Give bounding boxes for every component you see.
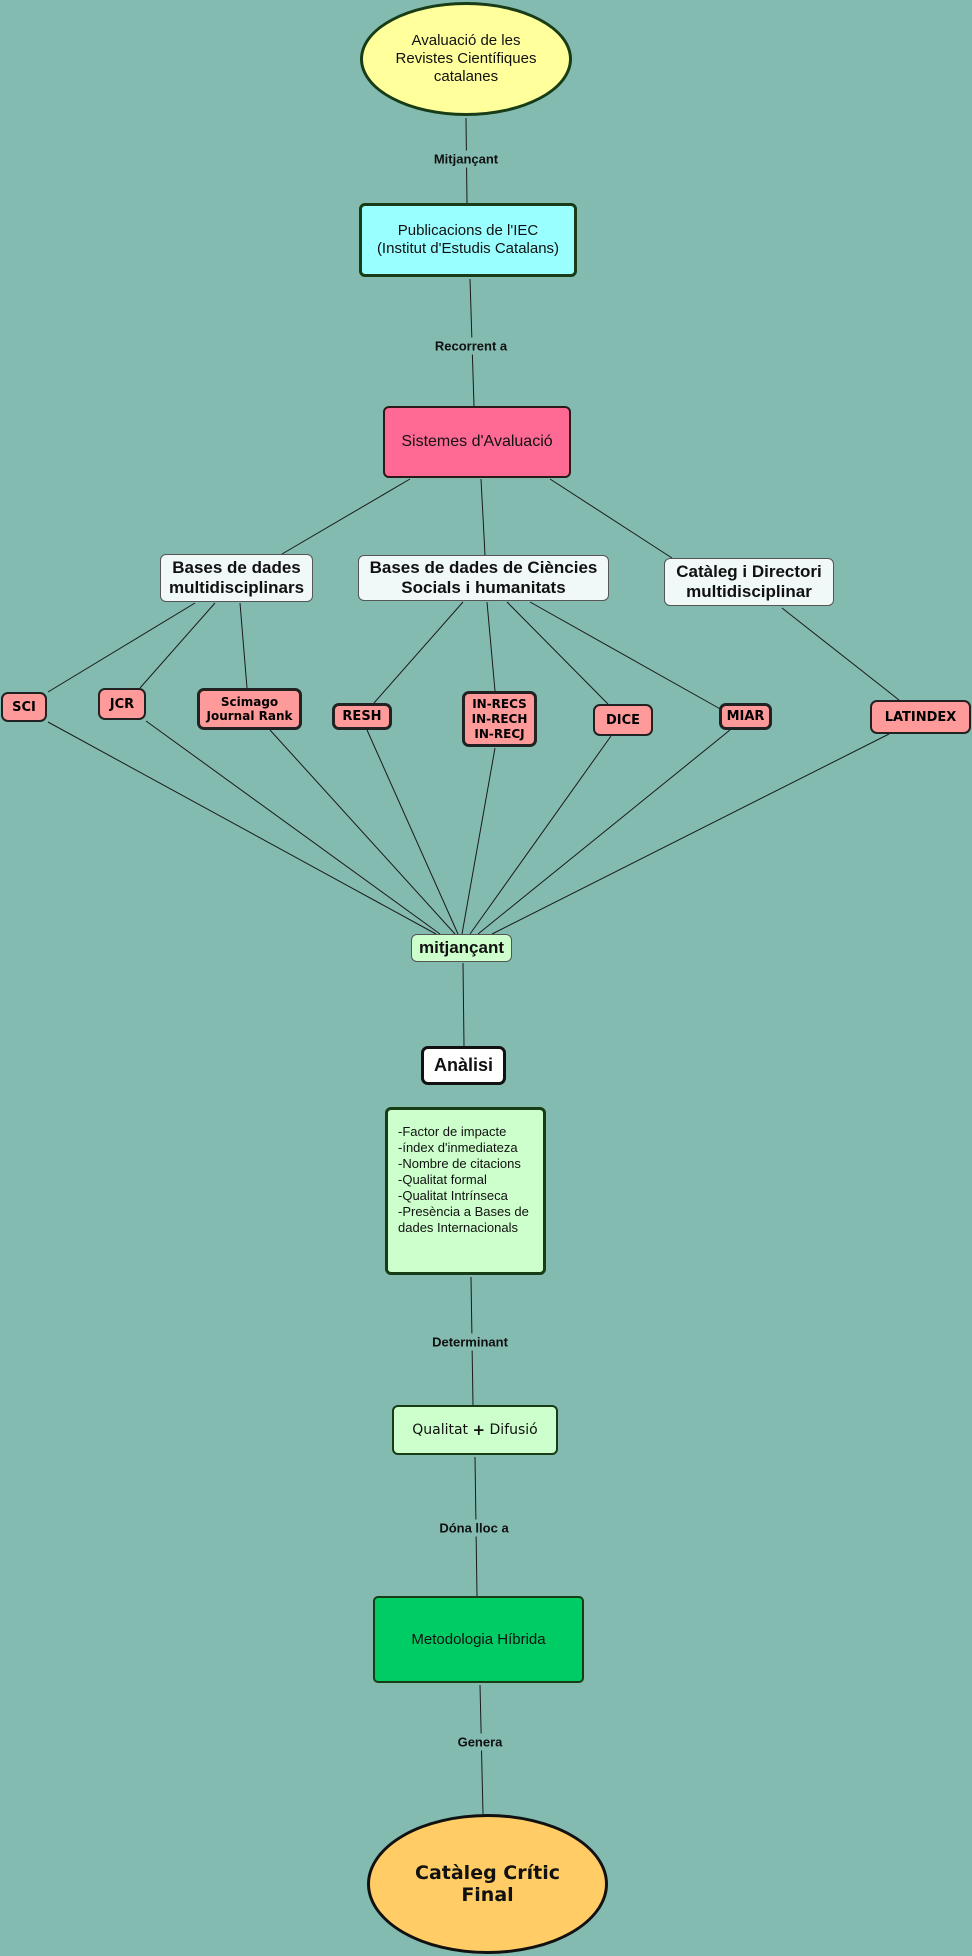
scimago-node[interactable]: Scimago Journal Rank — [197, 688, 302, 730]
criteria-list-node[interactable]: -Factor de impacte -índex d'inmediateza … — [385, 1107, 546, 1275]
link-label-genera: Genera — [455, 1733, 505, 1751]
latindex-node[interactable]: LATINDEX — [870, 700, 971, 734]
quality-diffusion-node[interactable]: Qualitat + Difusió — [392, 1405, 558, 1455]
mitjancant-node[interactable]: mitjançant — [411, 934, 512, 962]
dice-node[interactable]: DICE — [593, 704, 653, 736]
root-topic[interactable]: Avaluació de les Revistes Científiques c… — [360, 2, 572, 116]
link-label-determinant: Determinant — [430, 1333, 510, 1351]
diffusion-label: Difusió — [489, 1422, 538, 1438]
link-label-dona-lloc: Dóna lloc a — [437, 1519, 511, 1537]
quality-label: Qualitat — [412, 1422, 469, 1438]
multidisciplinary-databases-node[interactable]: Bases de dades multidisciplinars — [160, 554, 313, 602]
analysis-node[interactable]: Anàlisi — [421, 1046, 506, 1085]
resh-node[interactable]: RESH — [332, 703, 392, 730]
link-label-recorrent: Recorrent a — [432, 337, 510, 355]
social-sciences-databases-node[interactable]: Bases de dades de Ciències Socials i hum… — [358, 555, 609, 601]
hybrid-methodology-node[interactable]: Metodologia Híbrida — [373, 1596, 584, 1683]
iec-publications-node[interactable]: Publicacions de l'IEC (Institut d'Estudi… — [359, 203, 577, 277]
plus-sign: + — [472, 1421, 486, 1439]
evaluation-systems-node[interactable]: Sistemes d'Avaluació — [383, 406, 571, 478]
jcr-node[interactable]: JCR — [98, 688, 146, 720]
in-recs-node[interactable]: IN-RECS IN-RECH IN-RECJ — [462, 691, 537, 747]
final-catalog-node[interactable]: Catàleg Crític Final — [367, 1814, 608, 1954]
link-label-mitjancant: Mitjançant — [431, 150, 501, 168]
sci-node[interactable]: SCI — [1, 692, 47, 722]
catalog-directory-node[interactable]: Catàleg i Directori multidisciplinar — [664, 558, 834, 606]
miar-node[interactable]: MIAR — [719, 703, 772, 730]
